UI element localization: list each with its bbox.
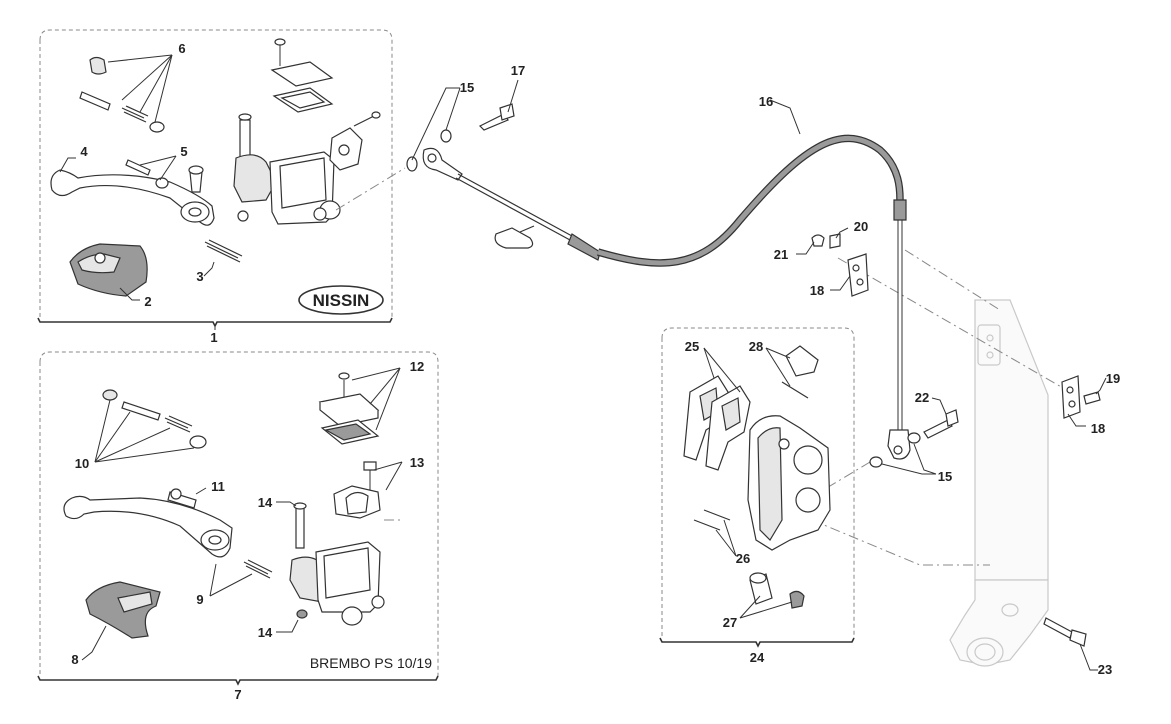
callout-15b: 15 [938, 469, 952, 484]
callout-21: 21 [774, 247, 788, 262]
callout-6: 6 [178, 41, 185, 56]
callout-23: 23 [1098, 662, 1112, 677]
brembo-master-cylinder-group [37, 351, 439, 686]
callout-1: 1 [210, 330, 217, 345]
callout-4: 4 [80, 144, 88, 159]
callout-19: 19 [1106, 371, 1120, 386]
callout-14b: 14 [258, 625, 273, 640]
callout-14a: 14 [258, 495, 273, 510]
nissin-brand-text: NISSIN [313, 291, 370, 310]
callout-27: 27 [723, 615, 737, 630]
callout-7: 7 [234, 687, 241, 702]
front-fork-leg [949, 299, 1049, 667]
nissin-master-cylinder-group [37, 29, 393, 330]
callout-8: 8 [71, 652, 78, 667]
nissin-badge: NISSIN [298, 285, 384, 315]
callout-2: 2 [144, 294, 151, 309]
leader-lines [411, 79, 1107, 671]
callout-5: 5 [180, 144, 187, 159]
callout-10: 10 [75, 456, 89, 471]
callout-28: 28 [749, 339, 763, 354]
callout-3: 3 [196, 269, 203, 284]
callout-9: 9 [196, 592, 203, 607]
callout-22: 22 [915, 390, 929, 405]
callout-16: 16 [759, 94, 773, 109]
callout-20: 20 [854, 219, 868, 234]
callout-18a: 18 [810, 283, 824, 298]
callout-13: 13 [410, 455, 424, 470]
callout-25: 25 [685, 339, 699, 354]
callout-15a: 15 [460, 80, 474, 95]
callout-24: 24 [750, 650, 765, 665]
brembo-brand-text: BREMBO PS 10/19 [310, 655, 432, 671]
callout-11: 11 [211, 479, 225, 494]
callout-26: 26 [736, 551, 750, 566]
brake-hose-assembly [335, 103, 1101, 647]
callout-17: 17 [511, 63, 525, 78]
callout-18b: 18 [1091, 421, 1105, 436]
brake-caliper-group [659, 327, 855, 648]
callout-12: 12 [410, 359, 424, 374]
callout-labels: 1 2 3 4 5 6 7 8 9 10 11 12 13 14 14 15 1… [71, 41, 1120, 702]
